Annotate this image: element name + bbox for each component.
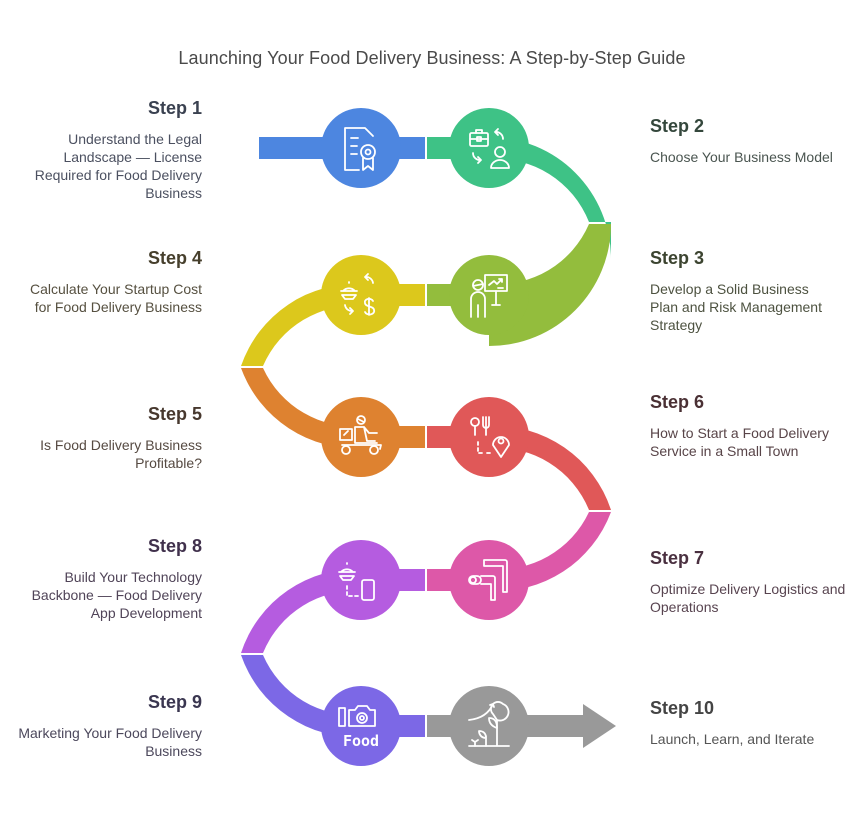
growth-plant-icon: [468, 701, 510, 747]
step-2-circle[interactable]: [449, 108, 529, 188]
step-7-description: Optimize Delivery Logistics and Operatio…: [650, 581, 846, 615]
step-8-heading: Step 8: [147, 536, 202, 556]
step-2-description: Choose Your Business Model: [650, 149, 833, 165]
step-10-heading: Step 10: [650, 698, 715, 718]
route-logistics-icon: [468, 559, 508, 601]
step-6-heading: Step 6: [650, 392, 705, 412]
step-2-block: Step 2 Choose Your Business Model: [650, 116, 850, 166]
step-4-description: Calculate Your Startup Cost for Food Del…: [30, 281, 202, 315]
step-10-description: Launch, Learn, and Iterate: [650, 731, 815, 747]
step-3-circle[interactable]: [449, 255, 529, 335]
step-9-description: Marketing Your Food Delivery Business: [18, 725, 202, 759]
step-8-description: Build Your Technology Backbone — Food De…: [31, 569, 202, 621]
step-10-circle[interactable]: [449, 686, 529, 766]
step-1-circle[interactable]: [321, 108, 401, 188]
step-5-heading: Step 5: [147, 404, 202, 424]
step-3-description: Develop a Solid Business Plan and Risk M…: [650, 281, 822, 333]
step-5-block: Step 5 Is Food Delivery Business Profita…: [12, 404, 202, 472]
cloche-dollar-icon: [340, 273, 376, 316]
diagram-title: Launching Your Food Delivery Business: A…: [178, 48, 686, 68]
step-5-circle[interactable]: [321, 397, 401, 477]
restaurant-location-icon: [470, 416, 510, 458]
step-8-block: Step 8 Build Your Technology Backbone — …: [12, 536, 202, 622]
step-9-heading: Step 9: [147, 692, 202, 712]
step-1-block: Step 1 Understand the Legal Landscape — …: [12, 98, 202, 202]
cloche-mobile-app-icon: [338, 562, 375, 601]
step-3-block: Step 3 Develop a Solid Business Plan and…: [650, 248, 830, 334]
food-text: Food: [343, 732, 379, 750]
food-camera-icon: [338, 705, 376, 727]
step-3-heading: Step 3: [650, 248, 705, 268]
step-6-description: How to Start a Food Delivery Service in …: [650, 425, 829, 459]
step-5-description: Is Food Delivery Business Profitable?: [40, 437, 202, 471]
step-4-circle[interactable]: [321, 255, 401, 335]
step-7-heading: Step 7: [650, 548, 705, 568]
delivery-scooter-icon: [339, 415, 382, 455]
path-segment-2: [427, 137, 611, 259]
step-7-circle[interactable]: [449, 540, 529, 620]
step-6-block: Step 6 How to Start a Food Delivery Serv…: [650, 392, 850, 460]
step-10-block: Step 10 Launch, Learn, and Iterate: [650, 698, 850, 748]
step-6-circle[interactable]: [449, 397, 529, 477]
step-2-heading: Step 2: [650, 116, 705, 136]
step-8-circle[interactable]: [321, 540, 401, 620]
step-4-block: Step 4 Calculate Your Startup Cost for F…: [12, 248, 202, 316]
step-4-heading: Step 4: [147, 248, 202, 268]
business-model-switch-icon: [469, 128, 510, 169]
certificate-document-icon: [344, 127, 376, 171]
step-1-description: Understand the Legal Landscape — License…: [34, 131, 202, 201]
step-9-block: Step 9 Marketing Your Food Delivery Busi…: [12, 692, 202, 760]
step-7-block: Step 7 Optimize Delivery Logistics and O…: [650, 548, 850, 616]
step-1-heading: Step 1: [147, 98, 202, 118]
presentation-growth-icon: [470, 274, 508, 318]
